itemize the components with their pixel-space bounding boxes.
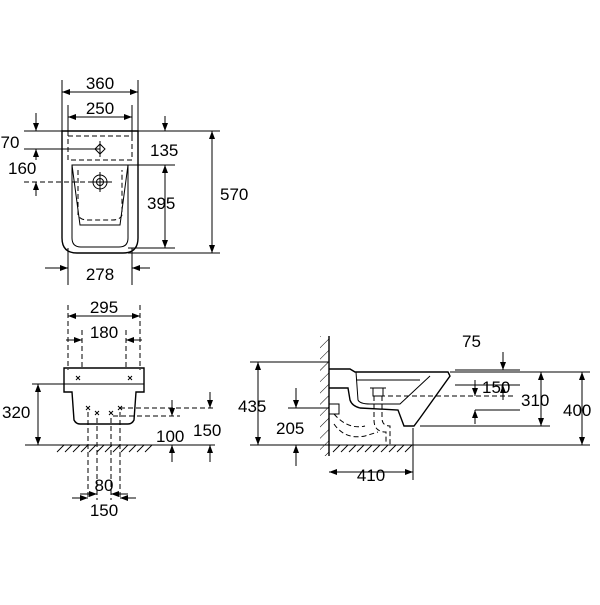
top-view-outline [61,130,139,254]
dim-top-base-width: 278 [86,265,114,284]
dim-top-hole-depth: 135 [150,141,178,160]
fixing-marks-icon [75,375,133,416]
dim-front-fix-spacing-outer: 150 [90,501,118,520]
dim-top-width-inner: 250 [86,99,114,118]
tap-hole-icon [88,172,112,192]
dim-side-mount-height: 435 [238,397,266,416]
dim-front-fix-high: 150 [193,421,221,440]
side-view: 435 205 410 75 150 310 [238,332,591,485]
front-view-outline [63,367,145,425]
waste-trap-icon [333,387,391,445]
side-view-outline [329,368,451,427]
dim-top-offset: 70 [1,133,20,152]
top-view: 360 250 70 160 135 395 [1,74,248,285]
dim-side-total-height: 400 [563,401,591,420]
front-view: 295 180 320 150 100 80 [2,298,221,520]
dim-top-hole-offset: 160 [8,159,36,178]
dim-front-fix-low: 100 [156,427,184,446]
dim-side-projection: 410 [357,466,385,485]
dim-front-height: 320 [2,403,30,422]
top-view-deck-dashed [67,135,133,161]
dim-side-top-offset: 75 [462,332,481,351]
wall-fixing-icon [328,403,340,415]
dim-front-width-outer: 295 [90,298,118,317]
dim-top-total-depth: 570 [220,185,248,204]
dim-top-bowl-depth: 395 [147,194,175,213]
dim-front-width-inner: 180 [90,323,118,342]
dim-side-rim-height: 310 [521,391,549,410]
dim-front-fix-spacing: 80 [95,476,114,495]
dim-side-drain-height: 205 [276,419,304,438]
dim-side-bowl-drop: 150 [482,378,510,397]
dim-top-width-outer: 360 [86,74,114,93]
wall-hatch [320,336,329,456]
top-view-bowl [71,164,129,248]
